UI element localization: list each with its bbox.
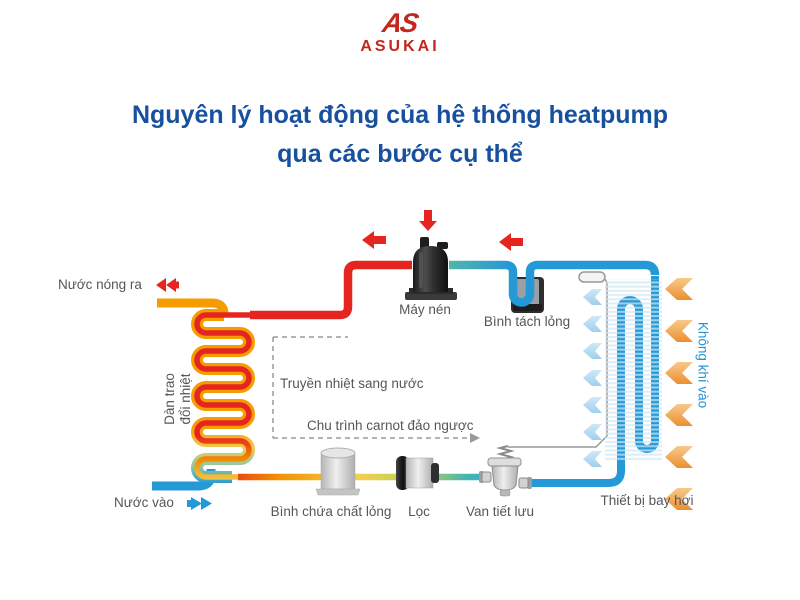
- expansion-valve-device: [479, 445, 532, 497]
- suction-pipe: [449, 260, 660, 307]
- air-in-arrow-icon: [665, 362, 693, 384]
- air-out-arrow-icon: [583, 397, 602, 413]
- label-filter: Lọc: [408, 504, 430, 519]
- air-in-arrow-icon: [665, 446, 693, 468]
- compressor-device: [405, 237, 457, 300]
- water-in-arrow-icon: [201, 497, 212, 510]
- label-heat-exchanger-line1: Dàn trao: [162, 373, 177, 425]
- evaporator-fins: [605, 279, 662, 461]
- flow-arrows: [156, 210, 523, 292]
- label-liquid-separator: Bình tách lỏng: [483, 314, 571, 329]
- air-out-arrow-icon: [583, 451, 602, 467]
- red-arrow-left-icon: [499, 233, 523, 251]
- label-air-in: Không khí vào: [695, 321, 711, 409]
- air-in-arrow-icon: [665, 404, 693, 426]
- page-title: Nguyên lý hoạt động của hệ thống heatpum…: [0, 96, 800, 174]
- brand-logo: AS ASUKAI: [0, 8, 800, 56]
- label-expansion-valve: Van tiết lưu: [465, 504, 535, 519]
- air-in-arrow-icon: [665, 320, 693, 342]
- pipes: [152, 260, 660, 491]
- air-out-arrow-icon: [583, 343, 602, 359]
- label-compressor: Máy nén: [399, 302, 451, 317]
- discharge-pipe: [250, 260, 412, 320]
- air-out-arrow-icon: [583, 289, 602, 305]
- liquid-receiver-device: [315, 447, 361, 496]
- air-out-arrow-icon: [583, 424, 602, 440]
- page-title-line1: Nguyên lý hoạt động của hệ thống heatpum…: [131, 101, 669, 129]
- heat-exchanger-outer-coil: [191, 309, 255, 483]
- label-liquid-receiver: Bình chứa chất lỏng: [270, 504, 392, 519]
- air-out-arrows: [583, 289, 602, 467]
- label-carnot-note: Chu trình carnot đảo ngược: [307, 418, 474, 433]
- hot-water-arrow-icon: [173, 281, 179, 289]
- water-in-arrow-icon: [191, 497, 202, 510]
- hot-water-arrow-icon: [156, 278, 166, 292]
- label-water-in: Nước vào: [114, 495, 174, 510]
- air-out-arrow-icon: [583, 316, 602, 332]
- red-arrow-down-icon: [419, 210, 437, 231]
- air-in-arrows: [665, 278, 693, 510]
- valve-spring-icon: [496, 445, 515, 460]
- label-heat-exchanger-line2: đổi nhiệt: [178, 373, 193, 425]
- water-in-arrow: [187, 497, 212, 510]
- page-title-line2: qua các bước cụ thể: [277, 140, 523, 168]
- filter-device: [396, 456, 439, 490]
- carnot-cycle-dashed-box: [272, 336, 470, 439]
- dashed-arrowhead-icon: [470, 433, 480, 443]
- water-in-arrow-icon: [187, 500, 193, 507]
- sensor-bulb-icon: [578, 271, 606, 283]
- air-in-arrow-icon: [665, 488, 693, 510]
- label-hot-water-out: Nước nóng ra: [58, 277, 142, 292]
- red-arrow-left-icon: [362, 231, 386, 249]
- air-out-arrow-icon: [583, 370, 602, 386]
- label-heat-exchanger: Dàn trao đổi nhiệt: [162, 373, 194, 425]
- logo-brand-name: ASUKAI: [360, 38, 440, 55]
- heat-exchanger-inner-coil: [194, 312, 252, 480]
- air-in-arrow-icon: [665, 278, 693, 300]
- label-evaporator: Thiết bị bay hơi: [600, 493, 694, 508]
- label-heat-transfer-note: Truyền nhiệt sang nước: [280, 376, 424, 391]
